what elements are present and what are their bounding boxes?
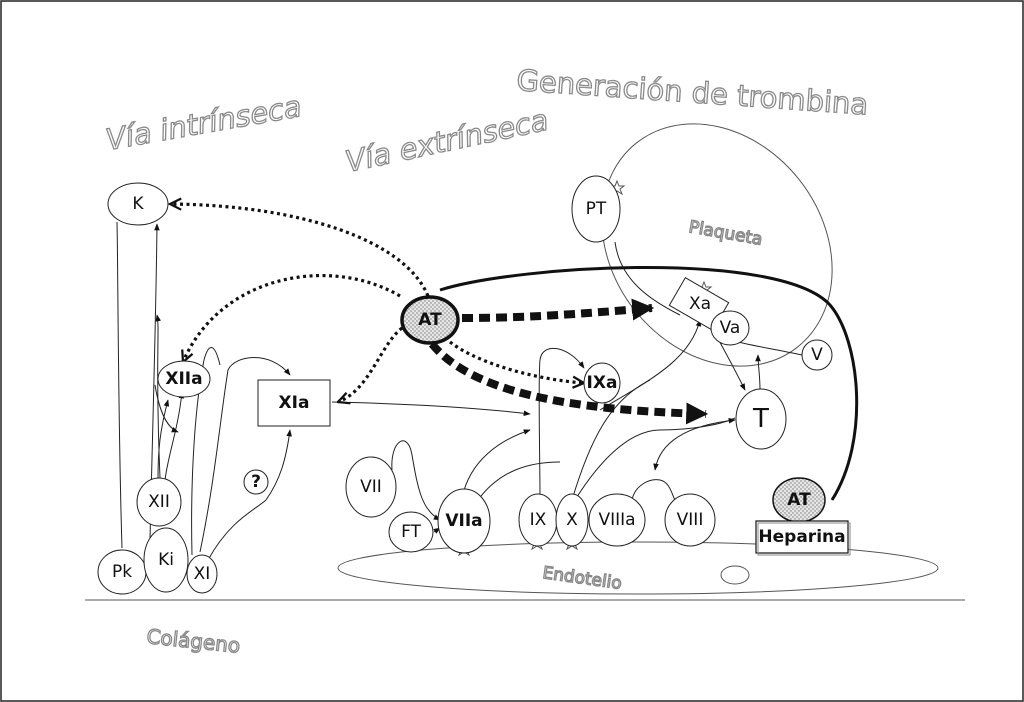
node-x [555, 493, 589, 547]
node-pt [571, 175, 621, 243]
label-xa: Xa [689, 294, 711, 314]
heparin-box-shadow [757, 522, 851, 556]
label-v: V [811, 345, 823, 365]
label-viiia: VIIIa [598, 510, 635, 530]
label-viii: VIII [677, 510, 704, 530]
thin-wires [116, 221, 803, 561]
label-x: X [566, 510, 578, 530]
label-question: ? [251, 472, 261, 492]
label-xiia: XIIa [165, 369, 202, 389]
node-ixa [583, 362, 621, 404]
node-t [735, 388, 787, 450]
node-ft [388, 511, 434, 553]
label-at-center: AT [418, 310, 442, 330]
label-ft: FT [401, 522, 421, 542]
label-ki: Ki [158, 550, 174, 570]
node-v [801, 339, 833, 371]
node-ki [143, 527, 189, 593]
heparin-at-curve [439, 266, 859, 501]
label-pk: Pk [112, 562, 132, 582]
at-dotted-arrows [170, 204, 584, 402]
node-vii [345, 456, 397, 518]
label-vii: VII [360, 477, 382, 497]
node-viii [664, 493, 716, 547]
node-question [243, 469, 269, 495]
node-xiia [157, 360, 211, 398]
label-at-heparin: AT [787, 490, 811, 510]
endothelium-ellipse [337, 541, 939, 595]
label-ix: IX [530, 510, 547, 530]
node-at-center [400, 295, 460, 345]
label-heparina: Heparina [758, 527, 845, 547]
heparin-box [755, 520, 849, 554]
label-ixa: IXa [587, 373, 618, 393]
node-xia [257, 379, 331, 427]
node-k [107, 182, 169, 226]
title-colageno: Colágeno [145, 624, 241, 658]
at-dashed-arrows [428, 298, 709, 425]
label-viia: VIIa [445, 511, 482, 531]
label-t: T [752, 404, 769, 434]
node-xi [186, 554, 218, 594]
label-pt: PT [586, 199, 607, 219]
label-xi: XI [194, 564, 211, 584]
node-viia [437, 488, 491, 554]
label-k: K [132, 194, 144, 214]
node-va [710, 310, 750, 346]
endothelium-nucleus [720, 565, 750, 585]
label-xii: XII [148, 492, 170, 512]
label-va: Va [720, 318, 741, 338]
label-xia: XIa [279, 393, 310, 413]
nodes: K XIIa XII Pk Ki XI ? XIa AT PT Xa Va V … [97, 175, 851, 595]
node-viiia [588, 493, 646, 547]
node-xii [136, 477, 182, 527]
